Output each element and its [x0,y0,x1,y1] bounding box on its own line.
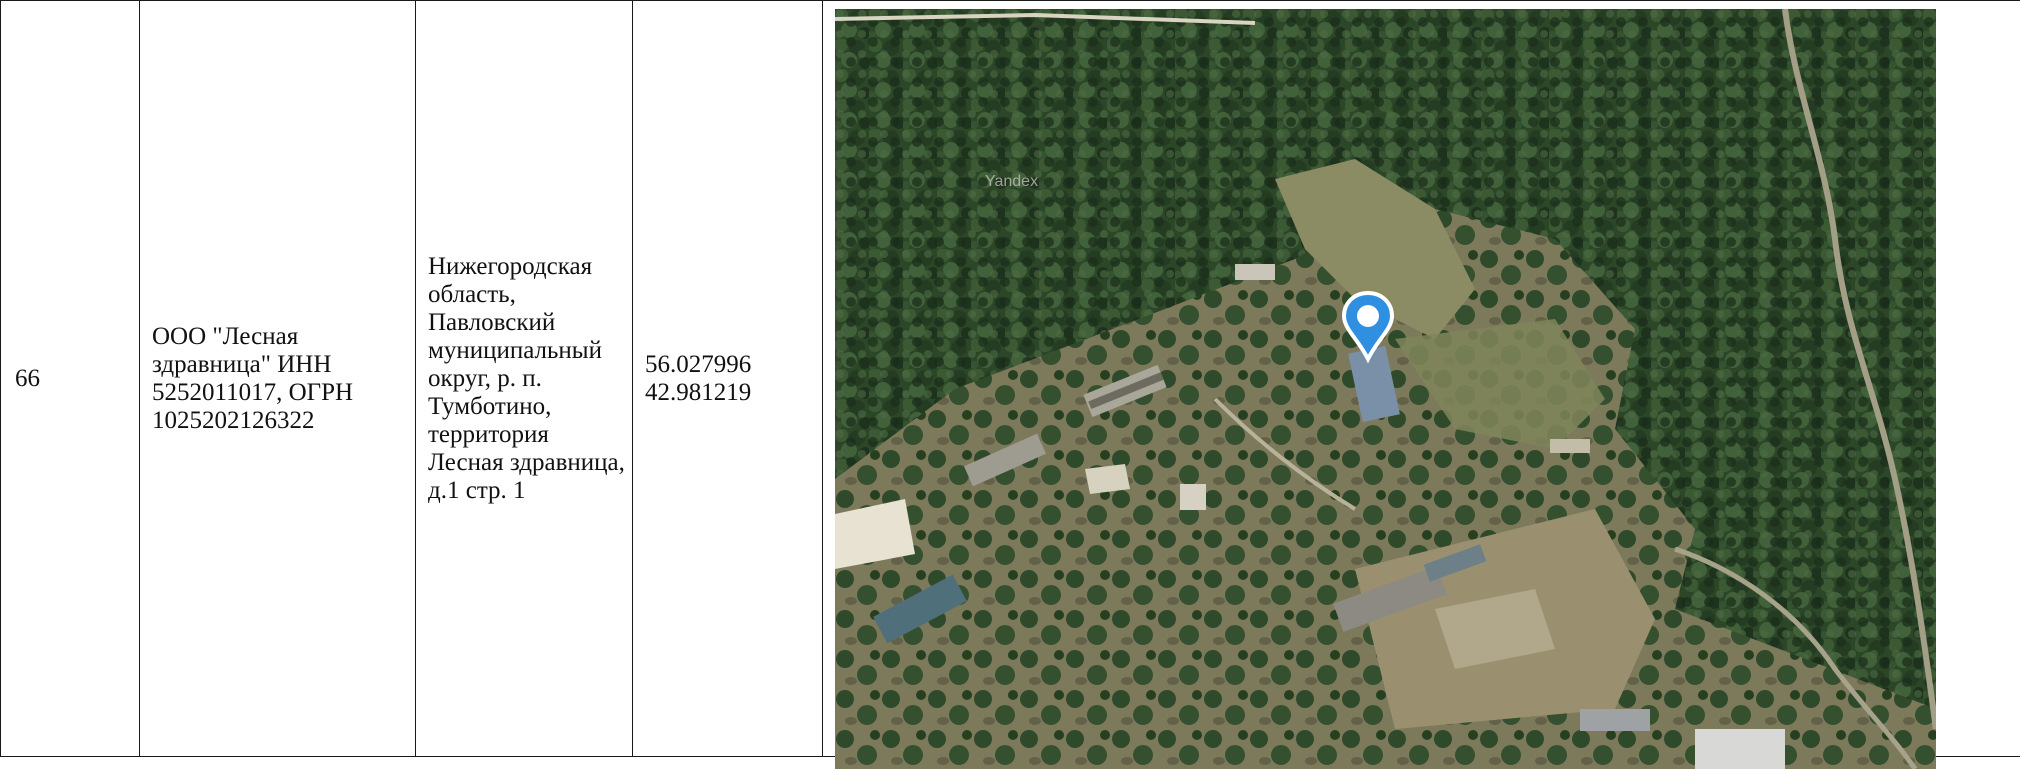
latitude: 56.027996 [645,351,814,379]
row-number-cell: 66 [1,1,140,757]
satellite-map: Yandex [835,9,1936,769]
satellite-map-image: Yandex [835,9,1936,769]
organization-cell: ООО "Лесная здравница" ИНН 5252011017, О… [140,1,416,757]
address-text: Нижегородская область, Павловский муници… [416,253,632,505]
row-number: 66 [1,365,139,393]
longitude: 42.981219 [645,379,814,407]
coordinates-cell: 56.027996 42.981219 [633,1,823,757]
map-watermark: Yandex [985,173,1038,190]
map-container: Yandex [823,1,2020,752]
organization-text: ООО "Лесная здравница" ИНН 5252011017, О… [140,323,415,435]
map-cell: Yandex [823,1,2020,757]
address-cell: Нижегородская область, Павловский муници… [416,1,633,757]
coordinates-text: 56.027996 42.981219 [633,351,822,407]
